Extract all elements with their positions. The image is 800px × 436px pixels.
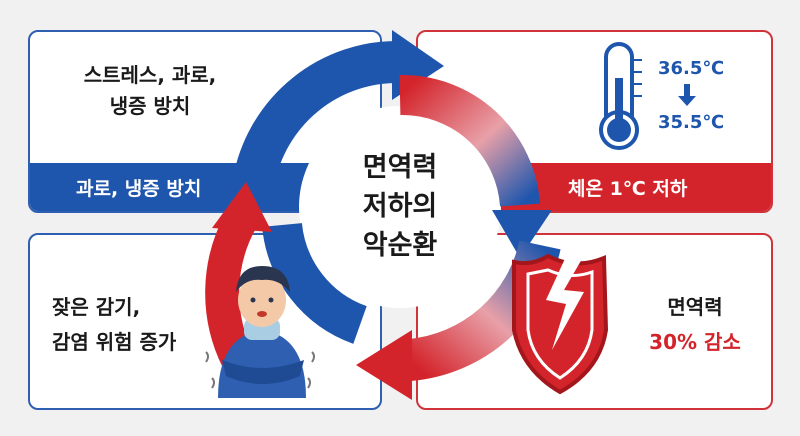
stress-line1: 스트레스, 과로, xyxy=(83,63,217,87)
center-title: 면역력 저하의 악순환 xyxy=(299,148,501,265)
cycle-arrowhead-top-right xyxy=(492,210,552,258)
cold-line1: 잦은 감기, xyxy=(52,295,141,319)
temp-high-label: 36.5℃ xyxy=(658,58,725,79)
temp-low-label: 35.5℃ xyxy=(658,112,725,133)
cold-person-icon xyxy=(205,266,315,398)
immunity-line2: 30% 감소 xyxy=(649,330,741,354)
broken-shield-icon xyxy=(512,252,609,395)
center-line1: 면역력 xyxy=(362,152,438,183)
stress-line2: 냉증 방치 xyxy=(109,94,191,118)
cycle-arrowhead-left-red xyxy=(212,182,272,232)
cold-infection-text: 잦은 감기, 감염 위험 증가 xyxy=(52,290,176,360)
down-arrow-icon xyxy=(678,84,696,106)
center-line2: 저하의 xyxy=(362,191,438,223)
cycle-arrow-bottom-left xyxy=(262,222,368,344)
immunity-line1: 면역력 xyxy=(667,295,723,319)
cycle-arrow-blue-top xyxy=(233,40,401,185)
cycle-arrow-top-right xyxy=(399,75,540,207)
stress-overwork-text: 스트레스, 과로, 냉증 방치 xyxy=(80,60,220,122)
immunity-drop-text: 면역력 30% 감소 xyxy=(620,290,770,360)
thermometer-icon xyxy=(599,42,642,150)
cold-line2: 감염 위험 증가 xyxy=(52,330,177,354)
cycle-arrowhead-bottom-right xyxy=(356,330,412,400)
center-line3: 악순환 xyxy=(362,230,438,262)
cycle-arrow-left-red xyxy=(205,213,256,368)
